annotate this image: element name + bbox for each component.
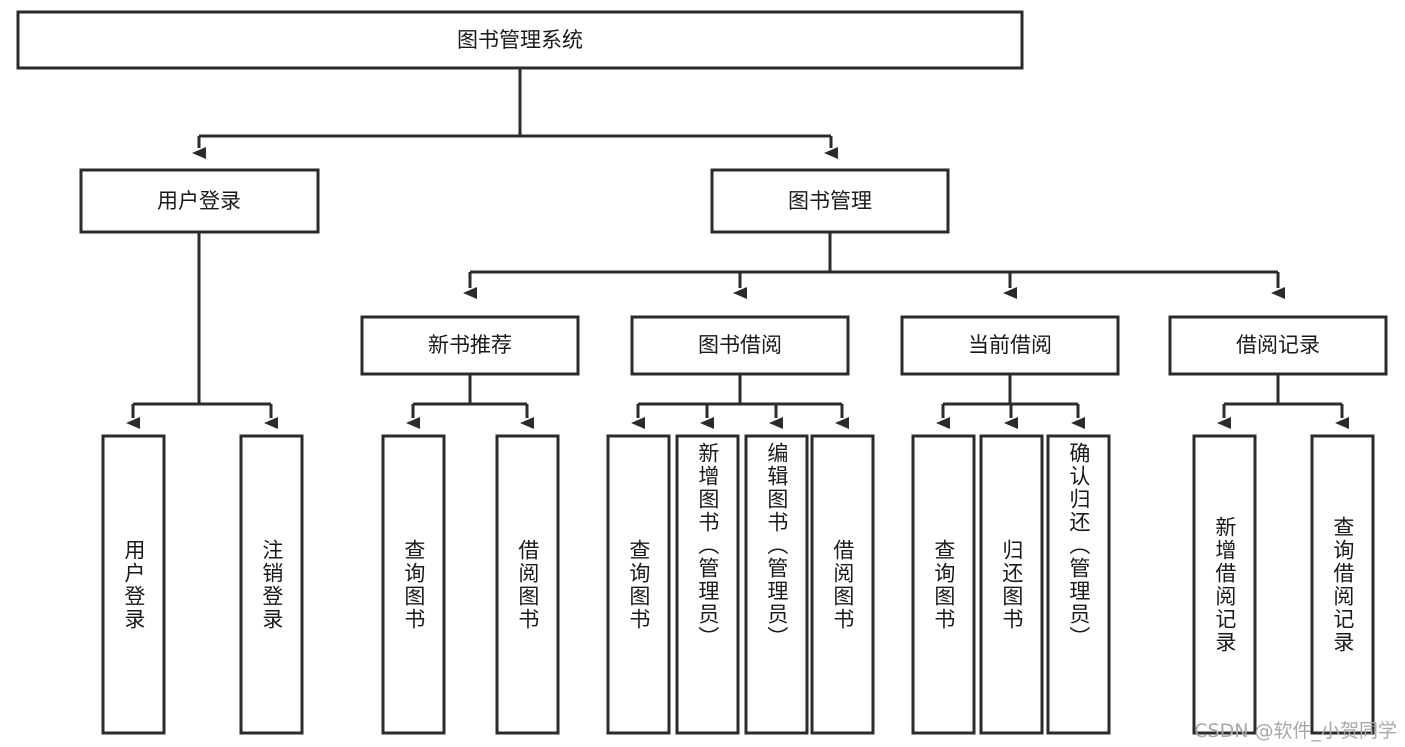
node-current-borrow-box[interactable] — [900, 315, 1120, 376]
connector-new-book-to-leaves — [406, 374, 534, 429]
leaf-box-new-book-2[interactable] — [495, 434, 560, 735]
leaf-box-user-login-2[interactable] — [239, 434, 304, 735]
node-book-borrow-label: 图书借阅 — [698, 333, 782, 357]
connector-book-manage-to-level3 — [463, 232, 1285, 299]
node-book-manage[interactable]: 图书管理 — [710, 168, 950, 234]
node-current-borrow[interactable]: 当前借阅 — [900, 315, 1120, 376]
leaf-box-book-borrow-1[interactable] — [606, 434, 671, 735]
node-borrow-record-label: 借阅记录 — [1236, 333, 1320, 357]
node-new-book-recommend-label: 新书推荐 — [428, 333, 512, 357]
node-borrow-record-box[interactable] — [1168, 315, 1388, 376]
node-user-login[interactable]: 用户登录 — [79, 168, 320, 234]
node-book-manage-label: 图书管理 — [788, 189, 872, 213]
node-current-borrow-label: 当前借阅 — [968, 333, 1052, 357]
node-user-login-label: 用户登录 — [157, 189, 241, 213]
connector-current-borrow-to-leaves — [936, 374, 1085, 429]
leaf-box-borrow-record-2[interactable] — [1310, 434, 1375, 735]
node-root-box[interactable] — [16, 10, 1024, 70]
node-book-borrow-box[interactable] — [630, 315, 850, 376]
leaf-box-user-login-1[interactable] — [101, 434, 166, 735]
connector-borrow-record-to-leaves — [1217, 374, 1349, 429]
csdn-watermark: CSDN @软件_小贺同学 — [1194, 720, 1397, 742]
leaf-box-book-borrow-4[interactable] — [810, 434, 875, 735]
leaf-box-current-borrow-2[interactable] — [979, 434, 1044, 735]
node-root-label: 图书管理系统 — [457, 28, 583, 52]
leaf-box-current-borrow-1[interactable] — [911, 434, 976, 735]
node-book-borrow[interactable]: 图书借阅 — [630, 315, 850, 376]
connector-user-login-to-leaves — [126, 232, 278, 429]
leaf-box-book-borrow-2[interactable] — [675, 434, 740, 735]
node-borrow-record[interactable]: 借阅记录 — [1168, 315, 1388, 376]
node-new-book-recommend-box[interactable] — [360, 315, 580, 376]
leaf-box-book-borrow-3[interactable] — [744, 434, 809, 735]
leaf-box-current-borrow-3[interactable] — [1046, 434, 1111, 735]
connector-book-borrow-to-leaves — [631, 374, 849, 429]
leaf-box-new-book-1[interactable] — [381, 434, 446, 735]
node-book-manage-box[interactable] — [710, 168, 950, 234]
node-new-book-recommend[interactable]: 新书推荐 — [360, 315, 580, 376]
leaf-box-borrow-record-1[interactable] — [1192, 434, 1257, 735]
connector-root-to-level2 — [192, 68, 838, 159]
node-root[interactable]: 图书管理系统 — [16, 10, 1024, 70]
